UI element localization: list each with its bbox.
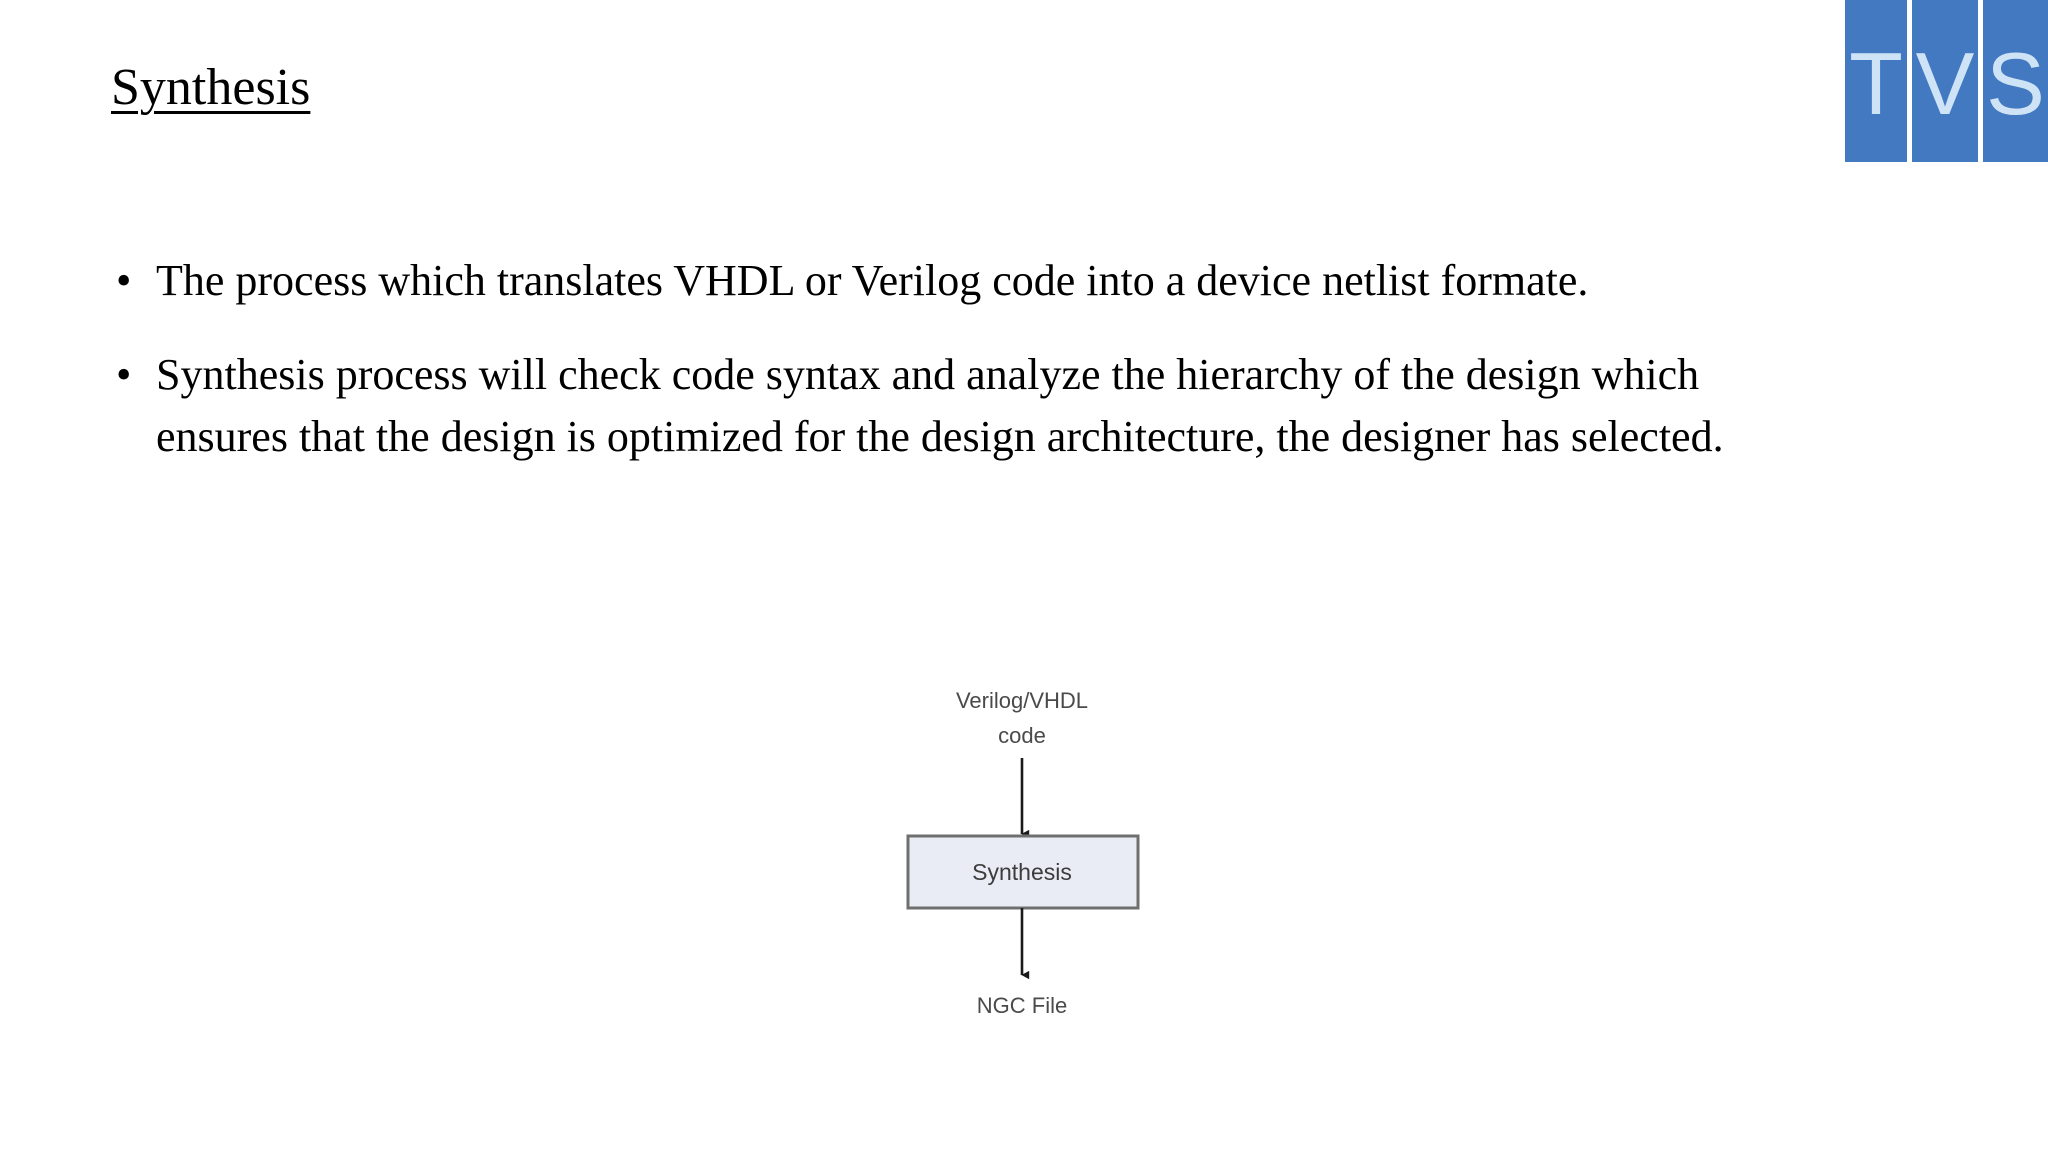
- slide-body: • The process which translates VHDL or V…: [108, 250, 1848, 500]
- bullet-text: Synthesis process will check code syntax…: [156, 350, 1724, 461]
- bullet-marker: •: [116, 256, 132, 305]
- logo-letter-v: V: [1915, 34, 1975, 133]
- logo-bar-s: S: [1983, 0, 2048, 162]
- tvs-logo: T V S: [1845, 0, 2048, 162]
- diagram-output-label: NGC File: [977, 993, 1067, 1018]
- page-title: Synthesis: [111, 59, 311, 116]
- bullet-marker: •: [116, 350, 132, 399]
- synthesis-flow-diagram: Verilog/VHDL code Synthesis NGC File: [850, 648, 1200, 1048]
- logo-letter-t: T: [1849, 34, 1903, 133]
- logo-bar-v: V: [1912, 0, 1978, 162]
- diagram-input-label-line1: Verilog/VHDL: [956, 688, 1088, 713]
- bullet-text: The process which translates VHDL or Ver…: [156, 256, 1589, 305]
- logo-bar-t: T: [1845, 0, 1907, 162]
- diagram-input-label-line2: code: [998, 723, 1046, 748]
- bullet-item: • The process which translates VHDL or V…: [108, 250, 1848, 312]
- synthesis-box-label: Synthesis: [972, 859, 1072, 885]
- bullet-item: • Synthesis process will check code synt…: [108, 344, 1848, 468]
- logo-letter-s: S: [1986, 34, 2045, 133]
